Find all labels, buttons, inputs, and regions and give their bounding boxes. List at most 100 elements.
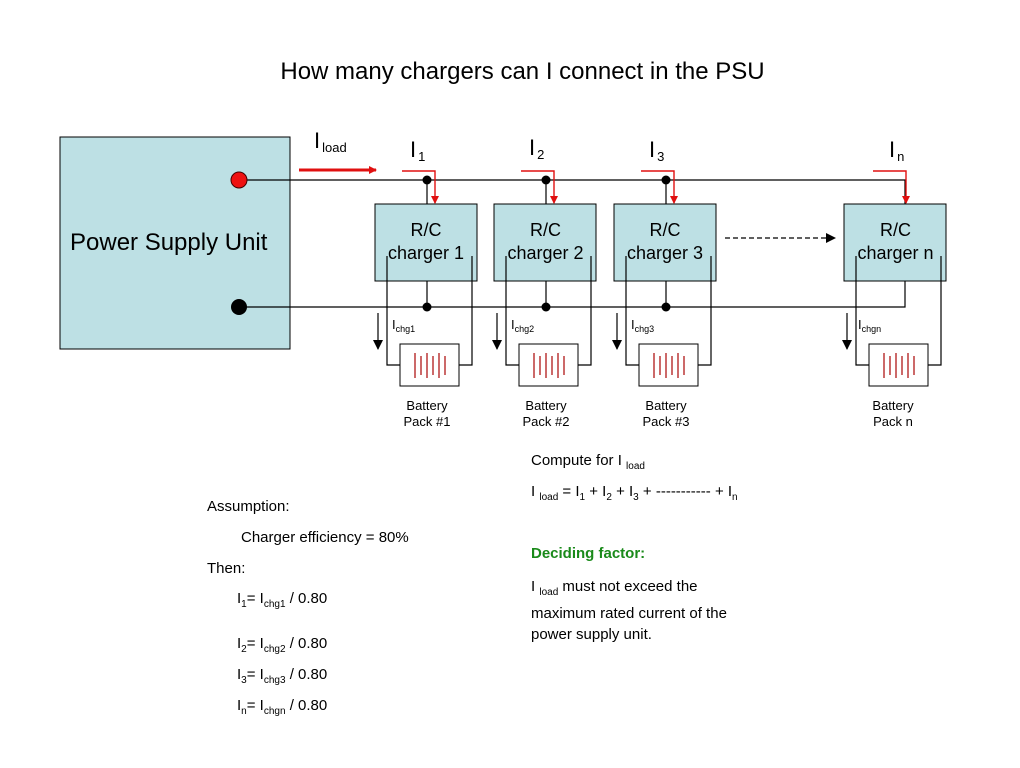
battery-2-line2: Pack #2 — [522, 414, 570, 429]
charge-current-3-symbol: I — [631, 317, 635, 332]
current-2-symbol: I — [529, 135, 536, 160]
charger-2-output-lead-left — [505, 256, 519, 366]
assumption-heading: Assumption: — [207, 498, 290, 515]
eq3-sign: = I — [246, 666, 264, 683]
eq1-divisor: / 0.80 — [285, 590, 328, 607]
charge-current-n-label: Ichgn — [858, 317, 881, 334]
negative-terminal — [231, 299, 247, 315]
battery-n-line2: Pack n — [873, 414, 913, 429]
current-3-symbol: I — [649, 137, 656, 162]
page-title: How many chargers can I connect in the P… — [280, 58, 765, 85]
charger-3-input-node — [661, 175, 671, 185]
eq2-sign: = I — [246, 635, 264, 652]
charge-current-1-label: Ichg1 — [392, 317, 415, 334]
compute-heading-text: Compute for I — [531, 452, 622, 469]
charger-n-output-lead-right — [928, 256, 942, 366]
current-2-subscript: 2 — [537, 147, 545, 162]
charger-1-current-arrow — [402, 170, 439, 204]
battery-n-box — [868, 343, 929, 387]
eq3-chg-sub: chg3 — [263, 675, 286, 686]
eq-term-2-sub: 2 — [606, 492, 612, 503]
battery-2-label: Battery Pack #2 — [506, 398, 586, 430]
psu-box — [59, 136, 291, 350]
equation-1: I1= Ichg1 / 0.80 — [237, 590, 327, 610]
battery-3-label: Battery Pack #3 — [626, 398, 706, 430]
positive-terminal — [230, 171, 248, 189]
current-n-subscript: n — [897, 149, 905, 164]
charger-1-line2: charger 1 — [387, 243, 465, 263]
charger-3-label: R/C charger 3 — [614, 219, 716, 265]
charger-n-label: R/C charger n — [844, 219, 947, 265]
deciding-line-3: power supply unit. — [531, 626, 652, 643]
charger-3-output-lead-right — [698, 256, 712, 366]
charger-2-output-lead-right — [578, 256, 592, 366]
charger-1-box — [374, 203, 478, 282]
negative-bus-wire — [239, 281, 906, 308]
eq1-i-sub: 1 — [241, 599, 247, 610]
psu-label: Power Supply Unit — [70, 229, 268, 256]
eqn-i: I — [237, 697, 242, 714]
charge-current-2-subscript: chg2 — [514, 324, 535, 334]
equation-2: I2= Ichg2 / 0.80 — [237, 635, 327, 655]
load-current-subscript: load — [322, 140, 347, 155]
charger-1-output-lead-right — [459, 256, 473, 366]
charger-3-ground-node — [661, 302, 671, 312]
eq1-i: I — [237, 590, 242, 607]
current-n-symbol: I — [889, 137, 896, 162]
deciding-factor-text: I load must not exceed the maximum rated… — [531, 576, 727, 645]
charge-current-1-subscript: chg1 — [395, 324, 416, 334]
deciding-line-1: I load must not exceed the — [531, 576, 727, 603]
charge-current-n-symbol: I — [858, 317, 862, 332]
charge-current-1-symbol: I — [392, 317, 396, 332]
charger-2-label: R/C charger 2 — [494, 219, 597, 265]
eq-term-2: + I — [585, 483, 607, 500]
eqn-i-sub: n — [241, 706, 247, 717]
charge-current-2-symbol: I — [511, 317, 515, 332]
charge-current-3-label: Ichg3 — [631, 317, 654, 334]
eq-lhs-sub: load — [539, 492, 559, 503]
deciding-line-1-sub: load — [539, 587, 559, 598]
eq3-divisor: / 0.80 — [285, 666, 328, 683]
charger-1-ground-node — [422, 302, 432, 312]
charger-2-current-arrow — [521, 170, 558, 204]
eq3-i: I — [237, 666, 242, 683]
current-1-symbol: I — [410, 137, 417, 162]
eq2-chg-sub: chg2 — [263, 644, 286, 655]
eq-term-1-sub: 1 — [579, 492, 586, 503]
eq-term-n-sub: n — [732, 492, 738, 503]
battery-n-label: Battery Pack n — [853, 398, 933, 430]
eq2-i-sub: 2 — [241, 644, 247, 655]
charger-1-label: R/C charger 1 — [375, 219, 477, 265]
charger-2-box — [493, 203, 597, 282]
eqn-sign: = I — [246, 697, 264, 714]
equation-n: In= Ichgn / 0.80 — [237, 697, 327, 717]
charge-current-3-subscript: chg3 — [634, 324, 655, 334]
eq-term-3: + I — [611, 483, 634, 500]
eq-lhs: I — [531, 483, 536, 500]
battery-2-box — [518, 343, 579, 387]
charger-n-output-lead-left — [855, 256, 869, 366]
charger-2-line1: R/C — [530, 220, 561, 240]
deciding-line-1-symbol: I — [531, 578, 536, 595]
battery-1-box — [399, 343, 460, 387]
charger-2-line2: charger 2 — [507, 243, 584, 263]
equation-3: I3= Ichg3 / 0.80 — [237, 666, 327, 686]
eq3-i-sub: 3 — [241, 675, 247, 686]
eq1-sign: = I — [246, 590, 264, 607]
eq-term-n: + ----------- + I — [638, 483, 733, 500]
positive-bus-wire — [239, 179, 906, 204]
compute-heading: Compute for I load — [531, 452, 645, 472]
battery-1-label: Battery Pack #1 — [387, 398, 467, 430]
load-current-symbol: I — [314, 128, 321, 153]
charger-n-box — [843, 203, 947, 282]
battery-n-line1: Battery — [872, 398, 914, 413]
current-3-subscript: 3 — [657, 149, 665, 164]
battery-1-line1: Battery — [406, 398, 448, 413]
deciding-line-2: maximum rated current of the — [531, 605, 727, 622]
deciding-line-1-rest: must not exceed the — [558, 578, 698, 595]
